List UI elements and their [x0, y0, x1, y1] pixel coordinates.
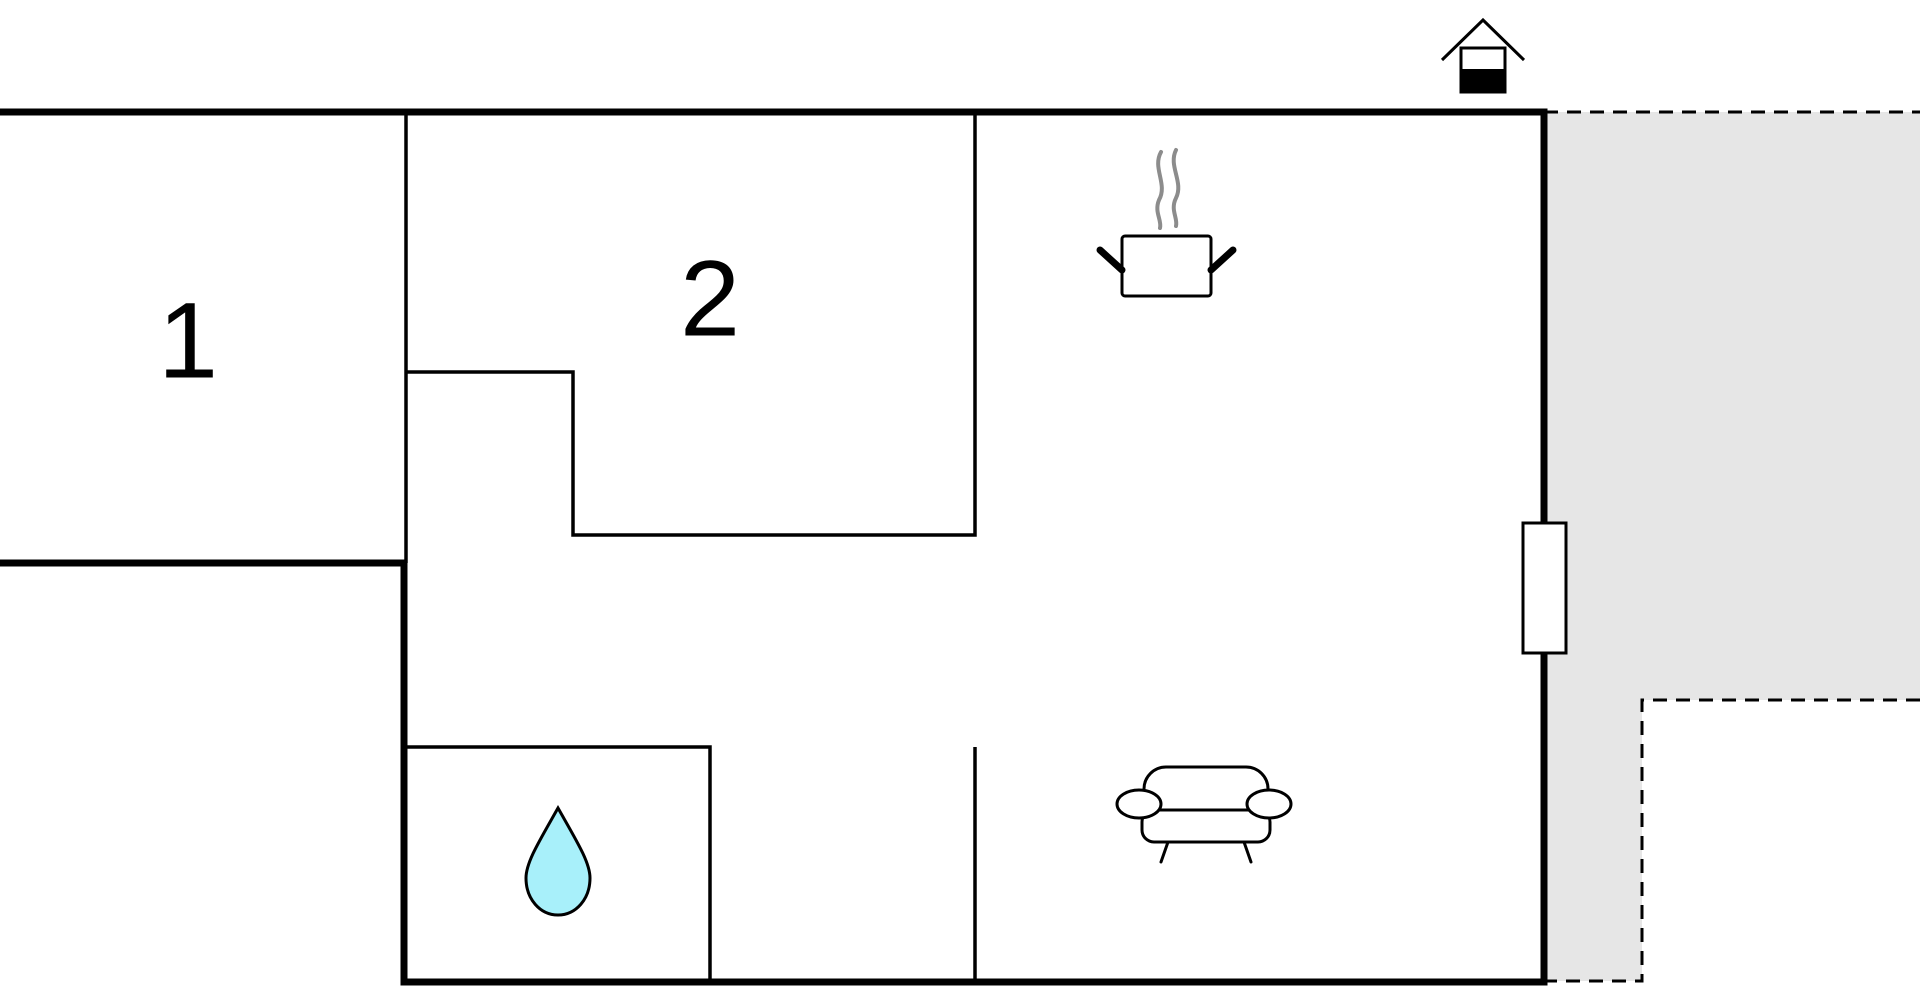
- window: [1521, 521, 1568, 655]
- living-room-sofa-icon: [1115, 765, 1293, 864]
- wall-bathroom: [406, 745, 712, 982]
- bathroom-water-drop-icon: [524, 804, 592, 917]
- kitchen-pot-icon: [1096, 148, 1237, 298]
- entrance-icon: [1440, 17, 1526, 94]
- exterior-walls: [0, 108, 1548, 986]
- wall-room-2: [406, 112, 977, 537]
- room-1-label: 1: [158, 280, 218, 401]
- terrace-area: [1544, 110, 1920, 983]
- room-2-label: 2: [680, 238, 740, 359]
- interior-walls: [404, 112, 977, 982]
